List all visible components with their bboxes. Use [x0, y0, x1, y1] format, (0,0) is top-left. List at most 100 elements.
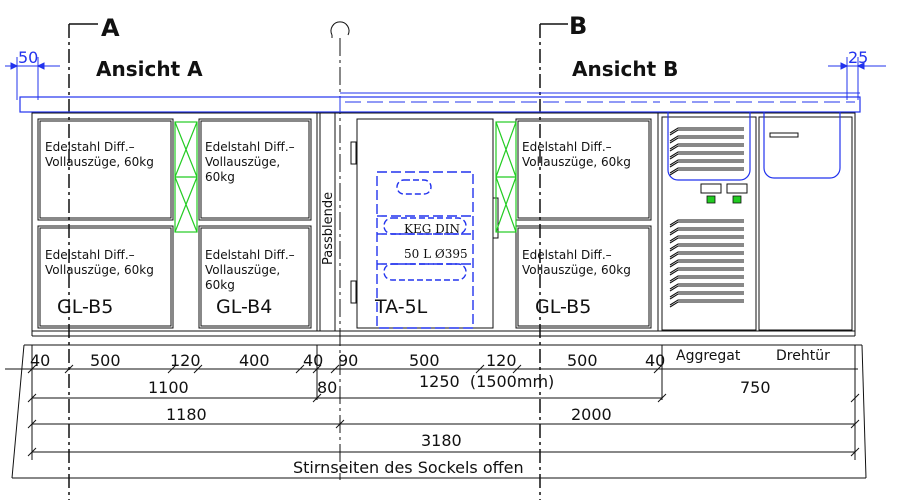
label-aggregat: Aggregat: [676, 348, 741, 364]
vent-slat: [669, 227, 744, 236]
dim-120-b: 120: [486, 351, 517, 370]
drawer-text-2: Edelstahl Diff.–: [205, 140, 295, 154]
vent-grille: [669, 127, 744, 308]
vent-slat: [669, 267, 744, 276]
dimension-tick: [653, 364, 663, 374]
dimension-arrows: [27, 364, 860, 457]
dimension-tick: [193, 364, 203, 374]
vent-slat: [669, 275, 744, 284]
section-letter-a: A: [101, 14, 120, 42]
drawer-text-2c: 60kg: [205, 170, 235, 184]
dimension-tick: [295, 364, 305, 374]
section-line-a: [68, 23, 98, 500]
overhang-right-label: 25: [848, 48, 868, 67]
dim-80: 80: [317, 378, 337, 397]
dim-1100: 1100: [148, 378, 189, 397]
worktop: [19, 92, 861, 113]
dimension-tick: [312, 364, 322, 374]
vent-slat: [669, 135, 744, 144]
dimension-row-2: 1100 80 1250 (1500mm) 750: [148, 372, 771, 397]
aggregate-blue-outline: [667, 112, 841, 181]
drawer-module-b: [515, 118, 652, 329]
vent-slat: [669, 235, 744, 244]
module-code-gl-b4: GL-B4: [216, 296, 272, 318]
view-title-a: Ansicht A: [96, 57, 203, 81]
dim-400: 400: [239, 351, 270, 370]
dim-1250: 1250 (1500mm): [419, 372, 554, 391]
dimension-tick: [657, 393, 667, 403]
drawer-text-4: Edelstahl Diff.–: [205, 248, 295, 262]
dimension-tick: [27, 393, 37, 403]
drawer-text-2b: Vollauszüge,: [205, 155, 280, 169]
dimension-tick: [27, 447, 37, 457]
dimension-tick: [64, 364, 74, 374]
drawer-text-4b: Vollauszüge,: [205, 263, 280, 277]
drawer-text-1b: Vollauszüge, 60kg: [45, 155, 154, 169]
vent-slat: [669, 167, 744, 176]
dimension-tick: [27, 419, 37, 429]
dim-40-mid: 40: [303, 351, 323, 370]
aggregate-module: [661, 116, 853, 331]
dim-3180: 3180: [421, 431, 462, 450]
dimension-lines: [5, 344, 867, 479]
vent-slat: [669, 283, 744, 292]
vent-slat: [669, 219, 744, 228]
drawer-text-6b: Vollauszüge, 60kg: [522, 263, 631, 277]
drawer-text-5b: Vollauszüge, 60kg: [522, 155, 631, 169]
dim-500-b: 500: [409, 351, 440, 370]
drawer-text-3: Edelstahl Diff.–: [45, 248, 135, 262]
dimension-tick: [850, 393, 860, 403]
dim-90: 90: [338, 351, 358, 370]
module-code-ta-5l: TA-5L: [374, 296, 428, 318]
vent-slat: [669, 251, 744, 260]
dimension-tick: [330, 364, 340, 374]
vent-slat: [669, 259, 744, 268]
dimension-tick: [167, 364, 177, 374]
dimension-tick: [512, 364, 522, 374]
overhang-left-dimension: [5, 57, 60, 100]
dimension-tick: [27, 364, 37, 374]
keg-label-2: 50 L Ø395: [404, 247, 468, 261]
vent-slat: [669, 299, 744, 308]
dim-750: 750: [740, 378, 771, 397]
dim-120-a: 120: [170, 351, 201, 370]
passblende-label: Passblende: [321, 192, 336, 265]
drawer-text-3b: Vollauszüge, 60kg: [45, 263, 154, 277]
section-letter-b: B: [569, 12, 587, 40]
drawer-module-a: [37, 118, 312, 329]
dim-40-right: 40: [645, 351, 665, 370]
view-title-b: Ansicht B: [572, 57, 678, 81]
module-code-gl-b5-right: GL-B5: [535, 296, 591, 318]
drawer-text-4c: 60kg: [205, 278, 235, 292]
vent-slat: [669, 159, 744, 168]
dimension-tick: [335, 419, 345, 429]
keg-label-1: KEG DIN: [404, 222, 460, 236]
section-line-b: [539, 23, 568, 500]
dimension-tick: [850, 447, 860, 457]
dimension-row-1: 40 500 120 400 40 90 500 120 500 40 Aggr…: [30, 348, 830, 370]
dim-40-left: 40: [30, 351, 50, 370]
vent-slat: [669, 291, 744, 300]
green-rail-a: [174, 121, 198, 233]
drawer-text-1: Edelstahl Diff.–: [45, 140, 135, 154]
keg-outline: [376, 171, 474, 329]
dimension-tick: [475, 364, 485, 374]
dim-500-a: 500: [90, 351, 121, 370]
vent-slat: [669, 127, 744, 136]
overhang-left-label: 50: [18, 48, 38, 67]
dimension-row-3: 1180 2000: [166, 405, 612, 424]
green-rail-b: [495, 121, 517, 233]
cabinet-body: [31, 112, 856, 337]
module-code-gl-b5-left: GL-B5: [57, 296, 113, 318]
dim-500-c: 500: [567, 351, 598, 370]
label-drehtuer: Drehtür: [776, 348, 830, 364]
dim-1180: 1180: [166, 405, 207, 424]
vent-slat: [669, 143, 744, 152]
dimension-tick: [312, 393, 322, 403]
drawer-text-6: Edelstahl Diff.–: [522, 248, 612, 262]
footer-note: Stirnseiten des Sockels offen: [293, 458, 524, 477]
drawer-text-5: Edelstahl Diff.–: [522, 140, 612, 154]
vent-slat: [669, 243, 744, 252]
vent-slat: [669, 151, 744, 160]
